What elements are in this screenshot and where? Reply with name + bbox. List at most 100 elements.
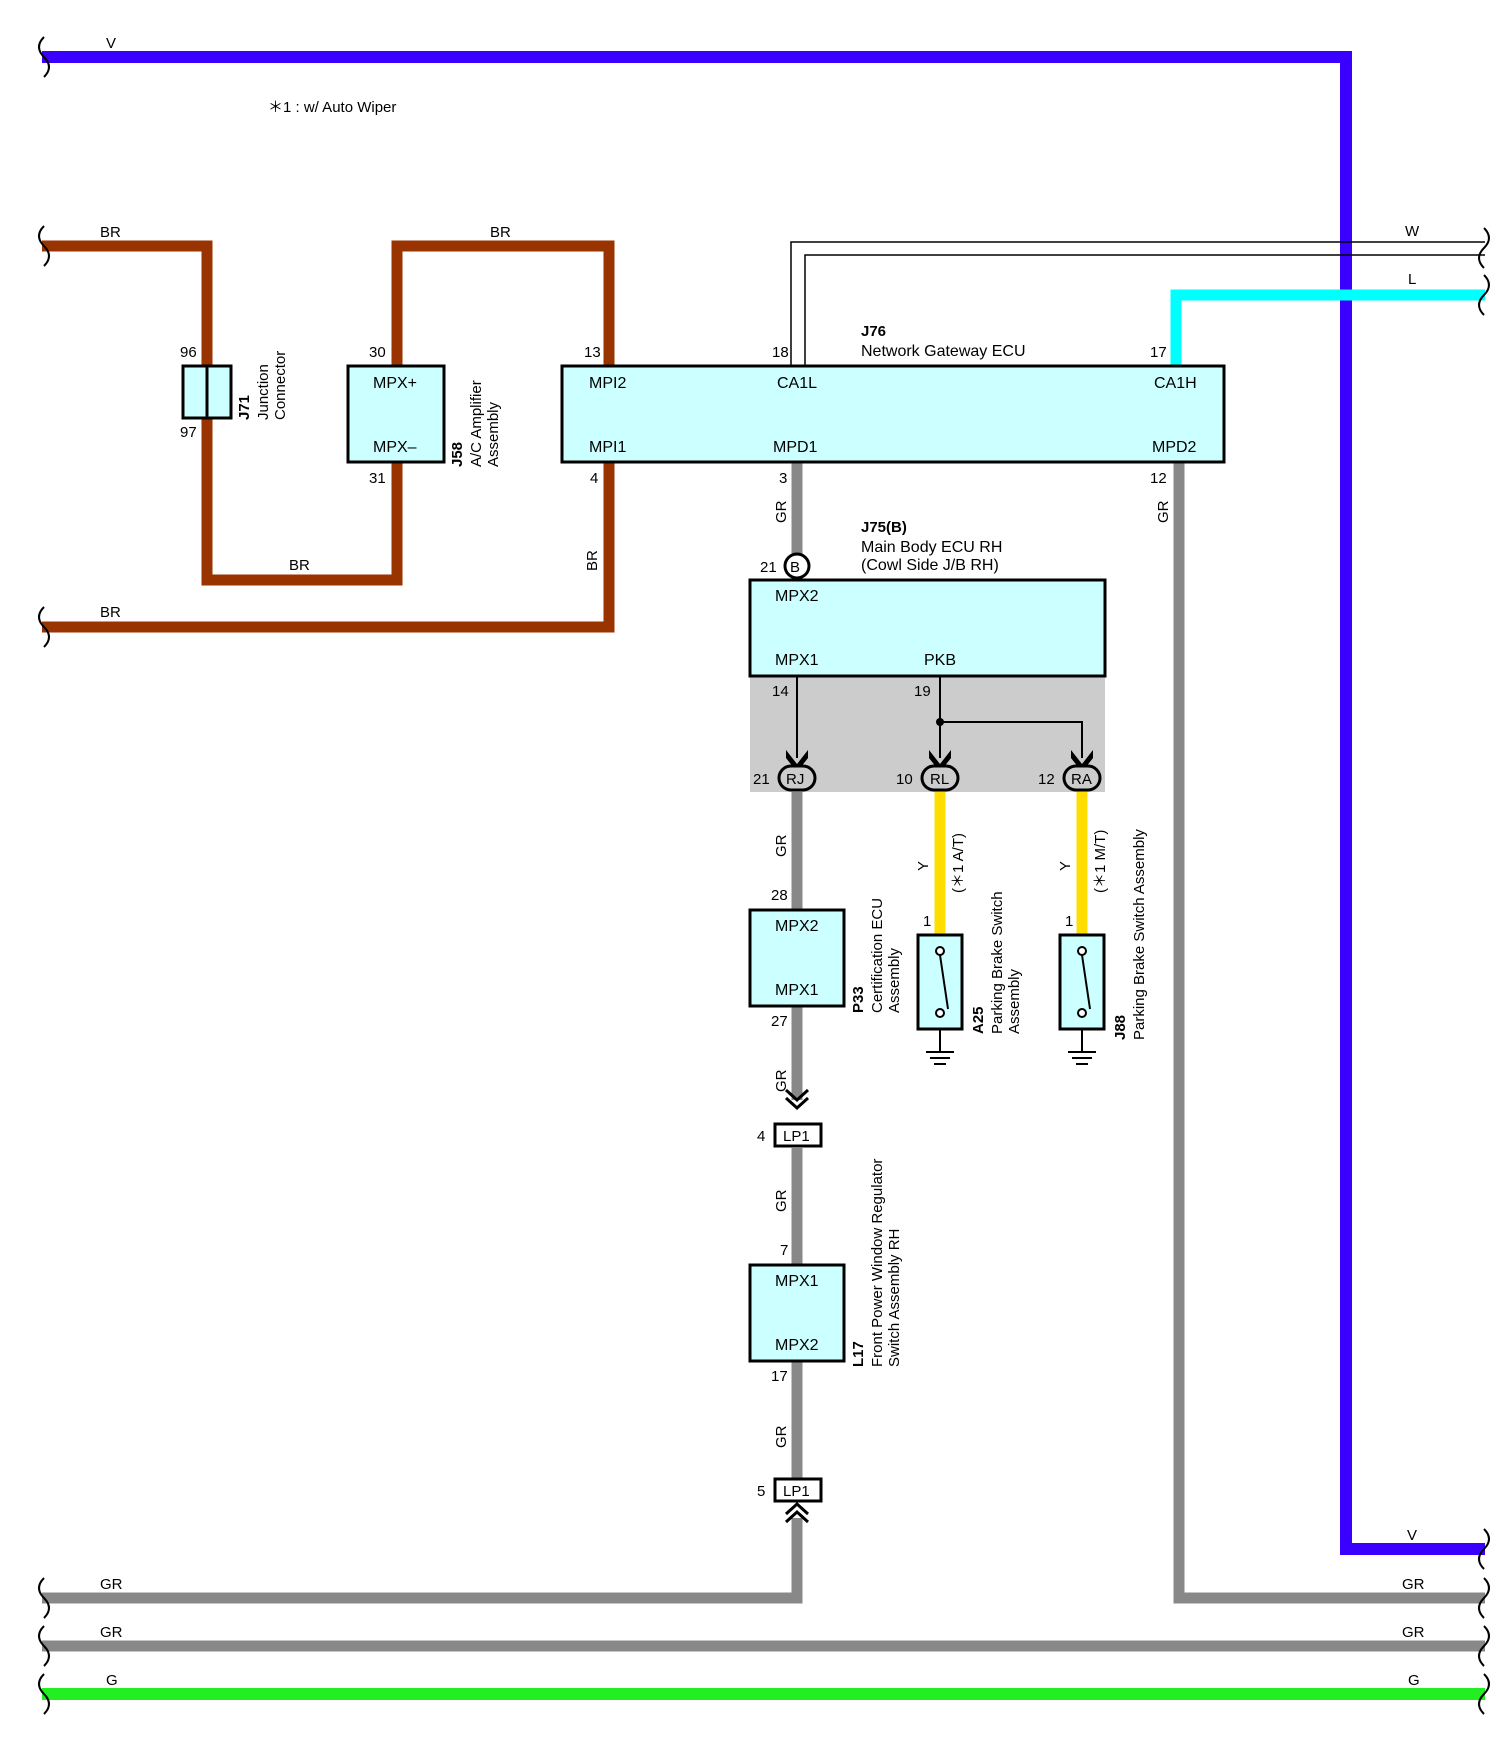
j88-switch-icon [1077, 946, 1091, 1018]
component-j75: J75(B) Main Body ECU RH (Cowl Side J/B R… [748, 519, 1107, 792]
break-mark-br-top-left [38, 225, 50, 267]
a25-code: A25 [970, 1006, 987, 1034]
break-marks [38, 36, 1490, 1715]
a25-ground-icon [926, 1029, 954, 1065]
junction-rj-pin: 21 [753, 771, 770, 788]
j76-term-mpd2: MPD2 [1152, 439, 1197, 456]
j76-name: Network Gateway ECU [861, 343, 1026, 360]
p33-name-line2: Assembly [886, 947, 903, 1013]
j76-term-mpi1: MPI1 [589, 439, 626, 456]
junction-rj-label: RJ [786, 771, 804, 788]
label-br-mid: BR [289, 557, 310, 574]
lp1-a-body [773, 1122, 823, 1148]
j76-pin-13: 13 [584, 344, 601, 361]
lp1-a-code: LP1 [783, 1128, 810, 1145]
lp1-a-chevron-icon [784, 1088, 810, 1111]
j76-pin-17: 17 [1150, 344, 1167, 361]
break-mark-g-left [38, 1673, 50, 1715]
j75-body [748, 578, 1107, 678]
j76-term-ca1l: CA1L [777, 375, 817, 392]
j75-splice-dot [936, 718, 944, 726]
label-gr-j76-3: GR [773, 500, 790, 523]
break-mark-w-right [1478, 227, 1490, 269]
junction-ra-label: RA [1071, 771, 1092, 788]
label-gr-j76-12: GR [1155, 500, 1172, 523]
j76-pin-3: 3 [779, 470, 787, 487]
component-j88: 1 J88 Parking Brake Switch Assembly [1058, 829, 1148, 1065]
label-br-vert: BR [584, 550, 601, 571]
p33-term-bottom: MPX1 [775, 982, 819, 999]
j76-pin-18: 18 [772, 344, 789, 361]
label-gr-rj: GR [773, 834, 790, 857]
j88-ground-icon [1068, 1029, 1096, 1065]
j75-pin-19: 19 [914, 683, 931, 700]
wire-v [42, 51, 1485, 1555]
junction-rl-label: RL [930, 771, 949, 788]
wire-w [790, 241, 1485, 366]
j75-name-line2: (Cowl Side J/B RH) [861, 557, 999, 574]
l17-code: L17 [850, 1341, 867, 1367]
j76-term-mpd1: MPD1 [773, 439, 818, 456]
j71-code: J71 [236, 395, 253, 420]
break-mark-gr2-right [1478, 1625, 1490, 1667]
label-br-bottom-left: BR [100, 604, 121, 621]
wire-br-amplifier-top [391, 240, 615, 366]
label-gr-p33-27: GR [773, 1069, 790, 1092]
j58-pin-bottom: 31 [369, 470, 386, 487]
j88-pin: 1 [1065, 913, 1073, 930]
j71-pin-top: 96 [180, 344, 197, 361]
j58-name-line1: A/C Amplifier [468, 380, 485, 467]
j58-name-line2: Assembly [485, 401, 502, 467]
label-gr-bus2-right: GR [1402, 1624, 1425, 1641]
l17-body [748, 1263, 846, 1363]
lp1-a-pin: 4 [757, 1128, 765, 1145]
j58-term-bottom: MPX– [373, 439, 417, 456]
break-mark-g-right [1478, 1673, 1490, 1715]
wire-br-gateway-mpi1 [42, 462, 615, 633]
p33-pin-bottom: 27 [771, 1013, 788, 1030]
label-at-note: (＊1 A/T) [950, 833, 967, 893]
component-j71: 96 97 J71 Junction Connector [180, 344, 289, 441]
junction-rl [920, 764, 960, 792]
j76-term-mpi2: MPI2 [589, 375, 626, 392]
lp1-b-body [773, 1477, 823, 1503]
j76-code: J76 [861, 323, 886, 340]
component-j76: J76 Network Gateway ECU 13 18 17 4 3 12 … [560, 323, 1226, 487]
break-mark-v-right [1478, 1528, 1490, 1570]
p33-pin-top: 28 [771, 887, 788, 904]
junction-connectors: RJ 21 RL 10 RA 12 [753, 764, 1102, 792]
label-gr-l17-17: GR [773, 1425, 790, 1448]
j58-body [346, 364, 446, 464]
junction-rl-pin: 10 [896, 771, 913, 788]
wire-gr-lp1-bus [42, 1518, 803, 1604]
l17-name-line1: Front Power Window Regulator [869, 1159, 886, 1367]
a25-switch-icon [935, 946, 949, 1018]
break-mark-gr2-left [38, 1625, 50, 1667]
junction-ra-pin: 12 [1038, 771, 1055, 788]
connector-lp1-a: LP1 4 [757, 1088, 823, 1148]
j75-code: J75(B) [861, 519, 907, 536]
j75-term-pkb: PKB [924, 652, 956, 669]
label-gr-bus1-left: GR [100, 1576, 123, 1593]
a25-name-line2: Assembly [1006, 968, 1023, 1034]
j88-code: J88 [1112, 1015, 1129, 1040]
label-br-top-mid: BR [490, 224, 511, 241]
note-auto-wiper: ＊1 : w/ Auto Wiper [268, 99, 396, 116]
label-v-top: V [106, 35, 116, 52]
p33-code: P33 [850, 986, 867, 1013]
j76-pin-12: 12 [1150, 470, 1167, 487]
component-a25: 1 A25 Parking Brake Switch Assembly [916, 891, 1023, 1065]
l17-term-top: MPX1 [775, 1273, 819, 1290]
wire-gr-j76-12 [1173, 462, 1485, 1604]
j76-body [560, 364, 1226, 464]
j75-pin-14: 14 [772, 683, 789, 700]
l17-name-line2: Switch Assembly RH [886, 1229, 903, 1367]
component-j58: MPX+ MPX– 30 31 J58 A/C Amplifier Assemb… [346, 344, 502, 487]
component-l17: MPX1 MPX2 7 17 L17 Front Power Window Re… [748, 1159, 903, 1385]
j71-name-line2: Connector [272, 351, 289, 420]
j71-pin-bottom: 97 [180, 424, 197, 441]
connector-lp1-b: LP1 5 [757, 1477, 823, 1524]
wire-br-junction-bottom [201, 418, 403, 586]
label-g-right: G [1408, 1672, 1420, 1689]
